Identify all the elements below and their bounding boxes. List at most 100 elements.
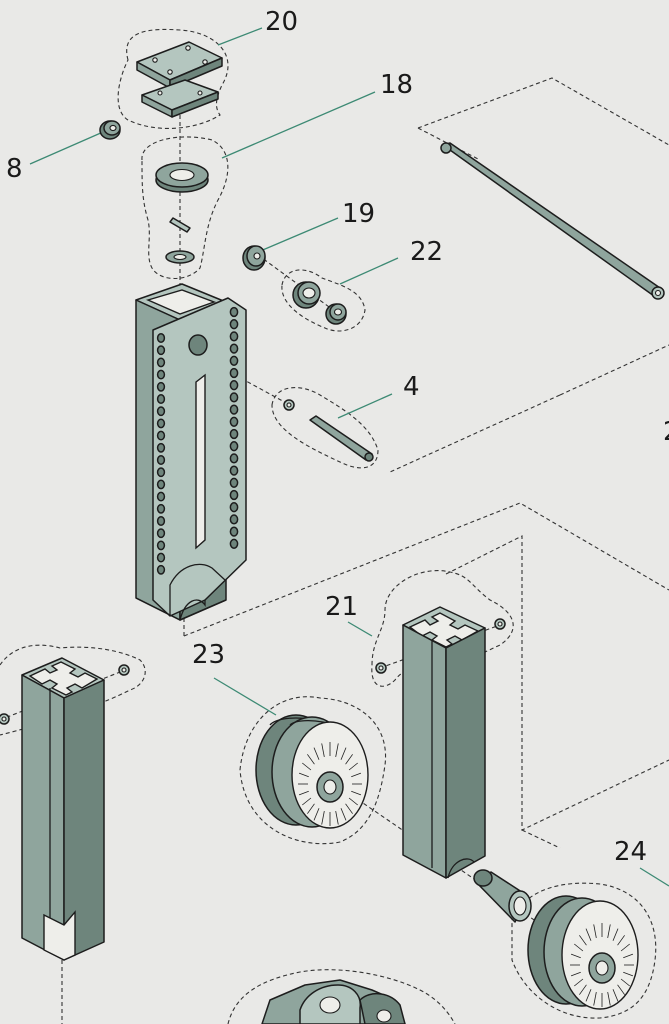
perforation-hole xyxy=(156,442,166,453)
perforation-hole xyxy=(156,394,166,404)
roller-tick xyxy=(574,978,584,987)
roller-tick xyxy=(321,743,325,758)
part-20-mounting-plates xyxy=(136,41,223,118)
roller-tick xyxy=(298,790,309,796)
roller-tick xyxy=(345,754,353,765)
perforation-hole xyxy=(156,540,166,551)
roller-tick xyxy=(335,810,339,825)
roller-tick xyxy=(340,747,347,760)
perforation-hole xyxy=(229,526,239,537)
perforation-hole xyxy=(229,489,239,501)
label-19: 19 xyxy=(342,199,375,229)
perforation-hole xyxy=(229,441,239,452)
part-19-spacer xyxy=(242,245,266,271)
roller-tick xyxy=(579,984,587,995)
label-21: 21 xyxy=(325,592,358,622)
roller-tick xyxy=(321,810,325,825)
leader-lines xyxy=(29,27,669,887)
part-21-square-post xyxy=(375,606,506,879)
roller-tick xyxy=(335,743,339,758)
roller-tick xyxy=(351,772,362,778)
perforation-hole xyxy=(229,306,239,318)
part-22-bushing-pair xyxy=(292,281,347,325)
washer xyxy=(165,250,195,264)
perforated-column xyxy=(135,283,247,621)
roller-tick xyxy=(620,943,630,952)
perforation-hole xyxy=(156,528,166,539)
roller-tick xyxy=(340,808,347,821)
perforation-hole xyxy=(229,355,239,366)
roller-tick xyxy=(570,953,581,959)
spacer-tube xyxy=(473,869,532,923)
perforation-hole xyxy=(229,404,239,415)
perforation-hole xyxy=(156,491,166,502)
perforation-hole xyxy=(156,516,166,526)
roller-tick xyxy=(612,989,619,1002)
part-18-bushing xyxy=(155,162,209,193)
perforation-hole xyxy=(156,467,166,478)
label-23: 23 xyxy=(192,640,225,670)
perforation-hole xyxy=(156,552,166,563)
roller-tick xyxy=(617,984,625,995)
roller-tick xyxy=(574,943,584,952)
roller-tick xyxy=(593,991,597,1006)
part-4-pin xyxy=(283,399,374,462)
perforation-holes-left xyxy=(156,333,166,575)
callout-labels: 20 18 8 19 22 4 2 21 23 24 xyxy=(6,7,669,867)
roller-tick xyxy=(607,924,611,939)
roller-tick xyxy=(307,803,315,814)
perforation-hole xyxy=(156,333,166,343)
part-24-roller xyxy=(527,895,639,1010)
roller-tick xyxy=(302,797,312,806)
roller-tick xyxy=(313,747,320,760)
roller-tick xyxy=(345,803,353,814)
perforation-hole xyxy=(229,380,239,391)
perforation-hole xyxy=(229,477,239,488)
roller-tick xyxy=(593,924,597,939)
perforation-hole xyxy=(229,514,239,525)
perforation-hole xyxy=(156,564,166,575)
label-2-partial: 2 xyxy=(663,417,669,447)
perforation-hole xyxy=(229,453,239,464)
perforation-hole xyxy=(229,331,239,342)
roller-tick xyxy=(307,754,315,765)
perforation-hole xyxy=(229,392,239,403)
perforation-hole xyxy=(156,369,166,380)
perforation-hole xyxy=(229,343,239,354)
perforation-hole xyxy=(229,319,239,330)
roller-tick xyxy=(348,797,358,806)
roller-24-ticks xyxy=(570,923,634,1007)
perforation-hole xyxy=(229,428,239,440)
roller-tick xyxy=(302,762,312,771)
roller-tick xyxy=(623,971,634,977)
perforation-hole xyxy=(229,416,239,427)
perforation-hole xyxy=(156,430,166,441)
perforation-hole xyxy=(156,503,166,514)
perforation-hole xyxy=(229,367,239,379)
label-24: 24 xyxy=(614,837,647,867)
perforation-hole xyxy=(156,455,166,465)
perforation-hole xyxy=(229,502,239,513)
pin xyxy=(169,217,191,233)
roller-tick xyxy=(612,928,619,941)
label-20: 20 xyxy=(265,7,298,37)
perforation-hole xyxy=(156,479,166,490)
roller-tick xyxy=(585,928,592,941)
roller-tick xyxy=(620,978,630,987)
roller-tick xyxy=(607,991,611,1006)
perforation-hole xyxy=(229,538,239,549)
part-8-nut xyxy=(99,120,121,140)
perforation-hole xyxy=(229,465,239,476)
perforation-hole xyxy=(156,418,166,429)
roller-tick xyxy=(298,772,309,778)
roller-tick xyxy=(623,953,634,959)
label-8: 8 xyxy=(6,154,23,184)
roller-tick xyxy=(351,790,362,796)
part-23-roller xyxy=(255,714,369,829)
label-4: 4 xyxy=(403,372,420,402)
roller-tick xyxy=(348,762,358,771)
perforation-hole xyxy=(156,406,166,417)
perforation-hole xyxy=(156,381,166,392)
roller-23-ticks xyxy=(298,742,362,826)
